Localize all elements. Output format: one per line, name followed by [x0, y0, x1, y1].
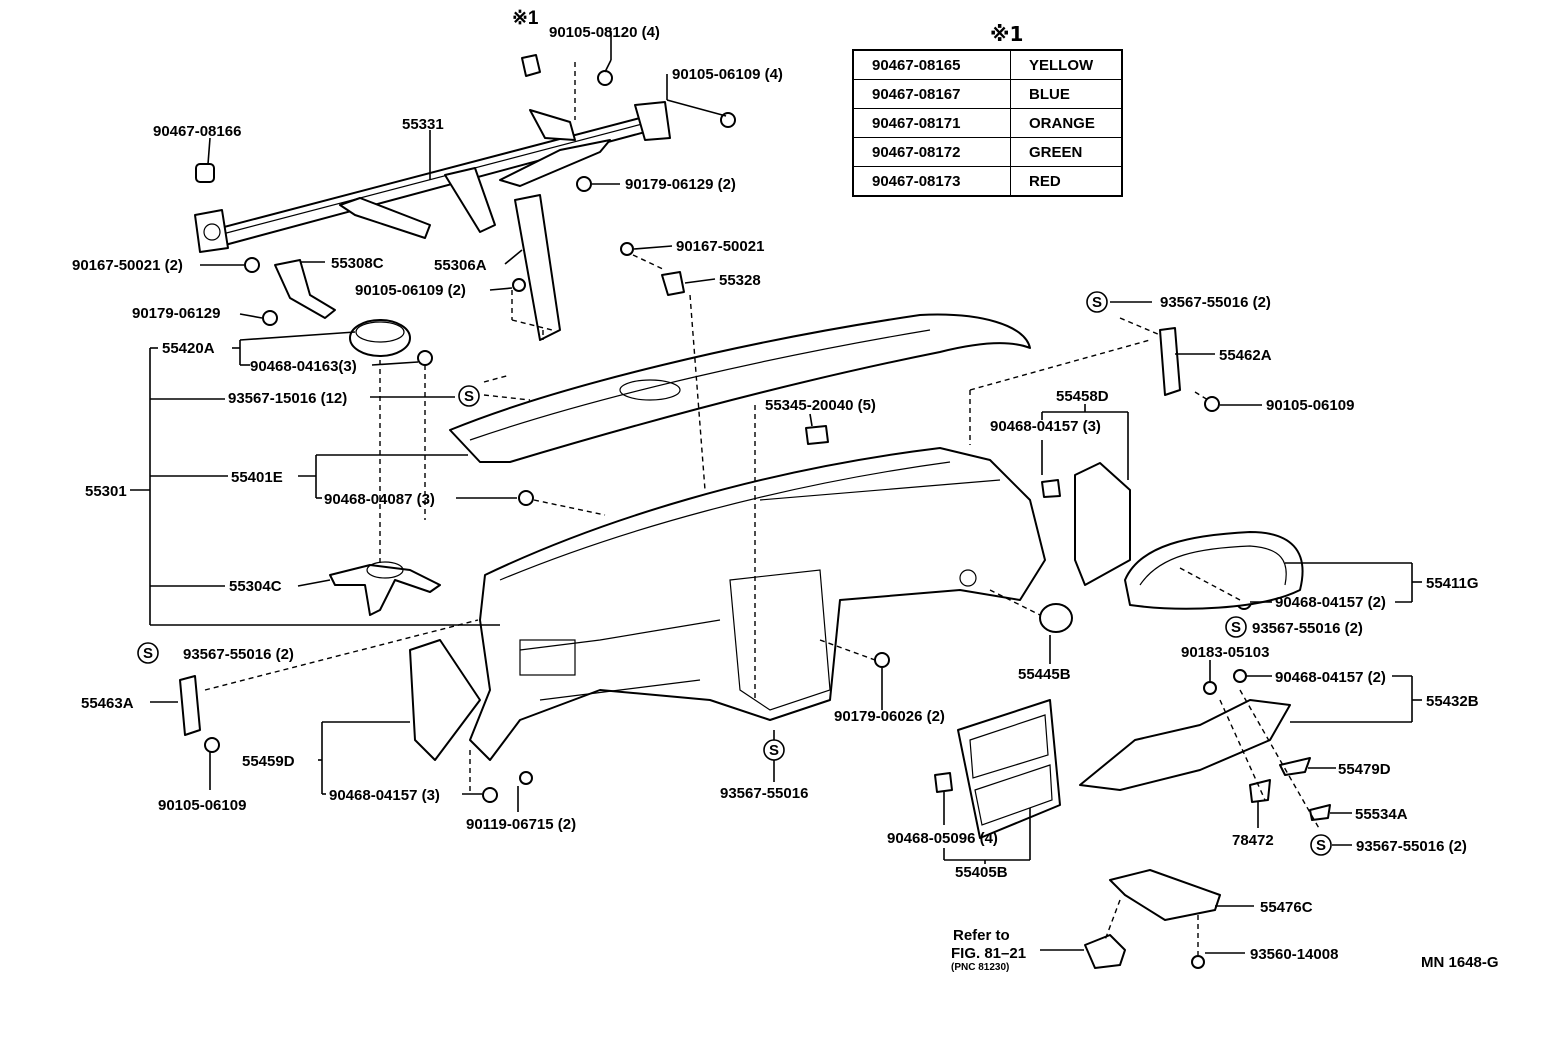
label-90105-06109-right: 90105-06109 — [1266, 397, 1354, 414]
label-55420a: 55420A — [162, 340, 215, 357]
label-90119-06715: 90119-06715 (2) — [466, 816, 576, 833]
label-90468-04157-3-top: 90468-04157 (3) — [990, 418, 1101, 435]
label-90468-04163: 90468-04163(3) — [250, 358, 357, 375]
color-table-color: GREEN — [1010, 137, 1123, 167]
color-table-title: ※1 — [990, 22, 1024, 46]
leader-lines — [130, 31, 1422, 955]
label-55534a: 55534A — [1355, 806, 1408, 823]
label-90468-04157-2-low: 90468-04157 (2) — [1275, 669, 1386, 686]
color-table-part-number: 90467-08171 — [852, 108, 1011, 138]
s-mark: S — [1225, 616, 1247, 638]
label-55306a: 55306A — [434, 257, 487, 274]
label-90183-05103: 90183-05103 — [1181, 644, 1269, 661]
label-90105-06109-left: 90105-06109 — [158, 797, 246, 814]
color-table-color: ORANGE — [1010, 108, 1123, 138]
cluster-panel-drawing — [1124, 531, 1304, 610]
label-55308c: 55308C — [331, 255, 384, 272]
svg-text:S: S — [1092, 294, 1102, 311]
label-90179-06129-2: 90179-06129 (2) — [625, 176, 736, 193]
label-93567-15016: 93567-15016 (12) — [228, 390, 347, 407]
label-90167-50021: 90167-50021 — [676, 238, 764, 255]
s-mark: S — [458, 385, 480, 407]
svg-text:S: S — [1231, 619, 1241, 636]
s-mark: S — [1086, 291, 1108, 313]
lower-panel-drawing — [1079, 699, 1291, 791]
label-90105-06109-4: 90105-06109 (4) — [672, 66, 783, 83]
reference-line3: (PNC 81230) — [951, 962, 1009, 973]
misc-part-drawings — [1084, 757, 1331, 969]
label-90179-06129: 90179-06129 — [132, 305, 220, 322]
safety-pad-drawing — [449, 313, 1031, 463]
label-55432b: 55432B — [1426, 693, 1479, 710]
svg-text:S: S — [1316, 837, 1326, 854]
svg-text:S: S — [769, 742, 779, 759]
reinforcement-beam-drawing — [194, 101, 671, 341]
label-90468-04087: 90468-04087 (3) — [324, 491, 435, 508]
label-90468-04157-2-mid: 90468-04157 (2) — [1275, 594, 1386, 611]
side-panel-drawings — [179, 327, 1181, 761]
label-55331: 55331 — [402, 116, 444, 133]
s-mark: S — [763, 739, 785, 761]
label-55405b: 55405B — [955, 864, 1008, 881]
label-90467-08166: 90467-08166 — [153, 123, 241, 140]
reference-line2: FIG. 81–21 — [951, 945, 1026, 962]
label-93567-55016-center: 93567-55016 — [720, 785, 808, 802]
label-55401e: 55401E — [231, 469, 283, 486]
label-93567-55016-bot: 93567-55016 (2) — [1356, 838, 1467, 855]
label-star1: ※1 — [512, 8, 539, 29]
label-93567-55016-top: 93567-55016 (2) — [1160, 294, 1271, 311]
part-labels: ※1 90105-08120 (4) 90105-06109 (4) 90467… — [72, 8, 1479, 963]
svg-text:S: S — [464, 388, 474, 405]
label-55301: 55301 — [85, 483, 127, 500]
label-55463a: 55463A — [81, 695, 134, 712]
label-93560-14008: 93560-14008 — [1250, 946, 1338, 963]
fastener-drawings — [195, 54, 1252, 969]
label-90468-05096: 90468-05096 (4) — [887, 830, 998, 847]
label-55476c: 55476C — [1260, 899, 1313, 916]
label-55459d: 55459D — [242, 753, 295, 770]
s-mark-circles: S S S S S S — [137, 291, 1332, 856]
instrument-panel-drawing — [469, 447, 1046, 761]
reference-line1: Refer to — [953, 927, 1010, 944]
color-table-part-number: 90467-08172 — [852, 137, 1011, 167]
speaker-cover-drawing — [349, 319, 411, 357]
color-table-part-number: 90467-08167 — [852, 79, 1011, 109]
s-mark: S — [137, 642, 159, 664]
label-78472: 78472 — [1232, 832, 1274, 849]
label-55458d: 55458D — [1056, 388, 1109, 405]
vent-knob-drawing — [1039, 603, 1073, 633]
label-55479d: 55479D — [1338, 761, 1391, 778]
label-55462a: 55462A — [1219, 347, 1272, 364]
label-93567-55016-left: 93567-55016 (2) — [183, 646, 294, 663]
label-93567-55016-mid: 93567-55016 (2) — [1252, 620, 1363, 637]
label-55411g: 55411G — [1426, 575, 1479, 592]
label-55304c: 55304C — [229, 578, 282, 595]
label-90105-06109-2: 90105-06109 (2) — [355, 282, 466, 299]
label-90105-08120: 90105-08120 (4) — [549, 24, 660, 41]
label-90167-50021-2: 90167-50021 (2) — [72, 257, 183, 274]
label-55345-20040: 55345-20040 (5) — [765, 397, 876, 414]
diagram-code: MN 1648-G — [1421, 954, 1499, 971]
s-mark: S — [1310, 834, 1332, 856]
label-90179-06026: 90179-06026 (2) — [834, 708, 945, 725]
svg-text:S: S — [143, 645, 153, 662]
color-table-part-number: 90467-08173 — [852, 166, 1011, 197]
reference-note: Refer to FIG. 81–21 (PNC 81230) — [951, 927, 1026, 973]
center-cluster-drawing — [957, 699, 1061, 839]
label-55328: 55328 — [719, 272, 761, 289]
label-55445b: 55445B — [1018, 666, 1071, 683]
brace-drawing — [329, 561, 441, 616]
label-90468-04157-3-bot: 90468-04157 (3) — [329, 787, 440, 804]
color-table-color: RED — [1010, 166, 1123, 197]
